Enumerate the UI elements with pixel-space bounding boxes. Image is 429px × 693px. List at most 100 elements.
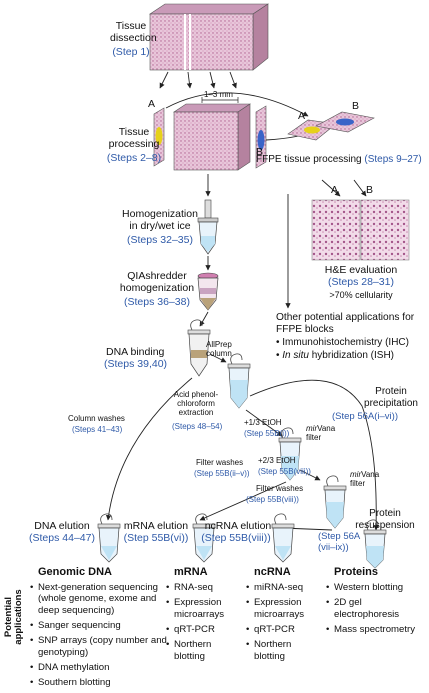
column-steps: (Steps 41–43) [72, 425, 123, 434]
application-list: RNA-seq Expression microarrays qRT-PCR N… [166, 582, 238, 662]
tissue-processing-label: Tissue processing [108, 126, 160, 151]
he-steps: (Steps 28–31) [328, 276, 394, 288]
allprep-label: AllPrep column [206, 340, 232, 359]
ffpe-slide-b [315, 111, 375, 133]
filter-washes-1: Filter washes [196, 458, 244, 467]
protein-precip-label: Protein precipitation [364, 386, 418, 409]
column-washes-label: Column washes [68, 414, 125, 423]
homogenization-tube [197, 199, 219, 255]
ihc-text: Immunohistochemistry (IHC) [282, 337, 409, 348]
column-mrna: mRNA RNA-seq Expression microarrays qRT-… [166, 566, 238, 666]
application-list: Next-generation sequencing (whole genome… [30, 582, 180, 689]
list-item: 2D gel electrophoresis [326, 597, 426, 620]
list-item: Sanger sequencing [30, 620, 180, 632]
list-item: SNP arrays (copy number and genotyping) [30, 635, 180, 658]
section-a-label: A [148, 98, 156, 110]
ffpe-steps: (Steps 9–27) [364, 154, 422, 165]
mirvana-2-rest: Vana filter [350, 470, 380, 489]
dna-binding-steps: (Steps 39,40) [104, 358, 168, 370]
qia-steps: (Steps 36–38) [124, 296, 190, 308]
he-image-b [360, 199, 410, 261]
dna-elution-label: DNA elution [34, 520, 90, 532]
section-b [255, 105, 267, 169]
protein-resus-step: (Step 56A (vii–ix)) [318, 531, 360, 553]
mrna-elution-tube [192, 513, 216, 563]
mirvana-filter-2 [323, 475, 347, 529]
ffpe-a-label: A [298, 110, 306, 122]
column-title: ncRNA [254, 566, 291, 578]
acid-phenol-label: Acid phenol- chloroform extraction [173, 390, 219, 418]
dimension-label: 1–3 mm [204, 90, 233, 99]
ish-rest: hybridization (ISH) [308, 350, 394, 361]
ish-item: • In situ hybridization (ISH) [276, 350, 394, 361]
cellularity-label: >70% cellularity [329, 290, 393, 300]
qiashredder-tube [197, 272, 219, 311]
dna-binding-label: DNA binding [106, 346, 165, 358]
column-proteins: Proteins Western blotting 2D gel electro… [326, 566, 426, 639]
list-item: Mass spectrometry [326, 624, 426, 636]
section-a [153, 107, 165, 167]
allprep-column [187, 319, 211, 377]
ffpe-b-label: B [352, 100, 360, 112]
mrna-elution-label: mRNA elution [123, 520, 189, 532]
etoh-23-step: (Step 55B(viii)) [258, 467, 311, 476]
filter-washes-2: Filter washes [256, 484, 304, 493]
list-item: Expression microarrays [166, 597, 238, 620]
column-ncrna: ncRNA miRNA-seq Expression microarrays q… [246, 566, 320, 666]
list-item: qRT-PCR [166, 624, 238, 636]
he-image-a [311, 199, 361, 261]
ncrna-elution-step: (Step 55B(viii)) [201, 532, 271, 544]
qiashredder-label: QIAshredder homogenization [119, 270, 195, 295]
potential-applications-label: Potential applications [3, 589, 25, 645]
etoh-13-step: (Step 55B(i)) [244, 429, 290, 438]
ish-italic: In situ [282, 350, 309, 361]
ffpe-label: FFPE tissue processing (Steps 9–27) [256, 154, 422, 166]
mirvana-2-italic: mir [350, 470, 362, 479]
he-a-label: A [331, 184, 339, 196]
protein-resus-label: Protein resuspension [355, 508, 415, 531]
column-title: Genomic DNA [38, 566, 112, 578]
he-evaluation-label: H&E evaluation [324, 264, 398, 276]
filter-steps-2: (Step 55B(viii)) [246, 495, 299, 504]
mrna-elution-step: (Step 55B(vi)) [123, 532, 189, 544]
list-item: Next-generation sequencing (whole genome… [30, 582, 180, 616]
ffpe-text: FFPE tissue processing [256, 154, 362, 165]
application-list: Western blotting 2D gel electrophoresis … [326, 582, 426, 636]
other-apps-label: Other potential applications for FFPE bl… [276, 312, 415, 335]
protein-tube [363, 519, 387, 569]
list-item: Northern blotting [246, 639, 320, 662]
mirvana-1-label: mirVana filter [306, 424, 342, 442]
ncrna-elution-label: ncRNA elution [204, 520, 272, 532]
list-item: qRT-PCR [246, 624, 320, 636]
column-genomic-dna: Genomic DNA Next-generation sequencing (… [30, 566, 180, 693]
section-b-label: B [256, 146, 264, 158]
filter-steps-1: (Step 55B(ii–v)) [194, 469, 250, 478]
ihc-item: • Immunohistochemistry (IHC) [276, 337, 409, 348]
steps-2-8: (Steps 2–8) [106, 152, 162, 164]
ncrna-elution-tube [271, 513, 295, 563]
flow-through-tube [227, 353, 251, 409]
protein-precip-step: (Step 56A(i–vi)) [332, 411, 398, 422]
mirvana-1-italic: mir [306, 424, 318, 433]
list-item: Expression microarrays [246, 597, 320, 620]
he-b-label: B [366, 184, 374, 196]
acid-steps: (Steps 48–54) [172, 422, 223, 431]
mirvana-1-rest: Vana filter [306, 424, 336, 443]
application-list: miRNA-seq Expression microarrays qRT-PCR… [246, 582, 320, 662]
homogenization-label: Homogenization in dry/wet ice [122, 208, 198, 233]
list-item: Northern blotting [166, 639, 238, 662]
tissue-block-top [149, 3, 269, 71]
list-item: RNA-seq [166, 582, 238, 594]
list-item: DNA methylation [30, 662, 180, 674]
dna-elution-tube [97, 513, 121, 563]
dna-elution-steps: (Steps 44–47) [29, 532, 95, 544]
column-title: mRNA [174, 566, 208, 578]
mirvana-filter-1 [278, 427, 302, 481]
column-title: Proteins [334, 566, 379, 578]
tissue-cube-middle [173, 103, 251, 171]
list-item: Western blotting [326, 582, 426, 594]
step-1: (Step 1) [112, 46, 150, 58]
etoh-23-label: +2/3 EtOH [258, 456, 296, 465]
list-item: Southern blotting [30, 677, 180, 689]
